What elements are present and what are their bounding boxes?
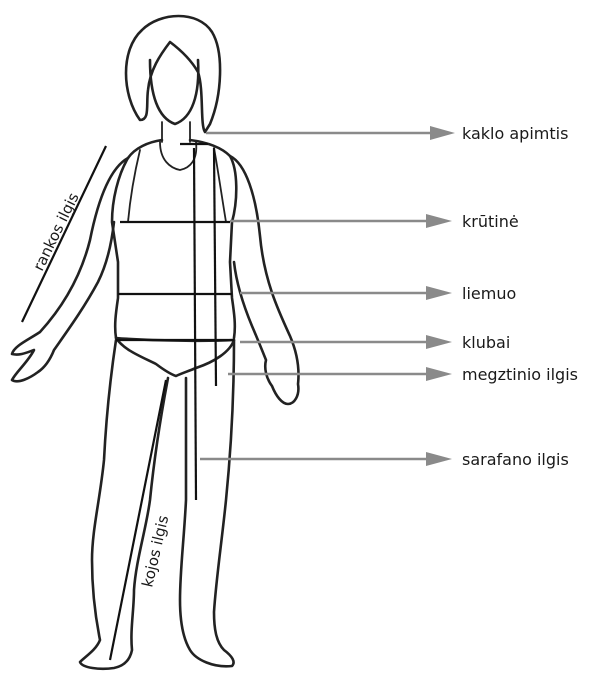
sundress-length-label: sarafano ilgis	[462, 450, 569, 469]
sweater-length-label: megztinio ilgis	[462, 365, 578, 384]
hair	[126, 16, 220, 132]
right-arm	[230, 156, 299, 404]
waist-arrow-head	[426, 286, 452, 300]
sundress-length-line	[194, 148, 196, 500]
chest-arrow-head	[426, 214, 452, 228]
sundress-arrow-head	[426, 452, 452, 466]
hips-label: klubai	[462, 333, 510, 352]
neck-arrow-head	[430, 126, 455, 140]
arm-length-label: rankos ilgis	[29, 190, 82, 274]
face	[150, 60, 198, 124]
tank-top-right	[214, 148, 226, 222]
tank-top-left	[128, 142, 196, 222]
left-leg	[80, 340, 168, 669]
sweater-length-line	[214, 148, 216, 386]
left-arm	[12, 158, 128, 381]
waist-label: liemuo	[462, 284, 516, 303]
arrows	[200, 126, 455, 466]
leg-length-label: kojos ilgis	[138, 513, 172, 588]
neck-label: kaklo apimtis	[462, 124, 568, 143]
chest-label: krūtinė	[462, 212, 519, 231]
right-leg	[180, 340, 234, 666]
labels: kaklo apimtis krūtinė liemuo klubai megz…	[29, 124, 578, 589]
sweater-arrow-head	[426, 367, 452, 381]
hips-arrow-head	[426, 335, 452, 349]
